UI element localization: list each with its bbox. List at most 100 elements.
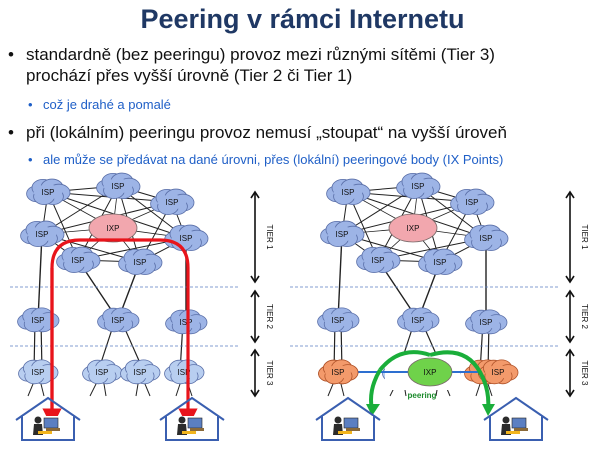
tier2-indicator-left: TIER 2 — [250, 289, 274, 344]
node-label: ISP — [332, 368, 345, 377]
tier3-indicator-right: TIER 3 — [565, 348, 589, 398]
tier1-isp-cloud: ISP — [396, 172, 441, 200]
cloud-core — [325, 365, 351, 379]
node-label: IXP — [424, 368, 437, 377]
person-head — [34, 416, 42, 424]
house-roof — [483, 396, 549, 421]
tier2-indicator-right: TIER 2 — [565, 289, 589, 344]
node-label: ISP — [480, 318, 493, 327]
house-roof — [15, 396, 81, 421]
sub-bullet-1: • což je drahé a pomalé — [28, 97, 171, 113]
tier-label: TIER 2 — [580, 304, 589, 329]
node-label: ISP — [36, 230, 49, 239]
tier1-isp-cloud: ISP — [150, 188, 195, 216]
tier1-tier2-link — [37, 233, 43, 321]
tier-arrow-head-down — [565, 335, 575, 344]
tier1-isp-cloud: ISP — [26, 178, 71, 206]
house-left-2 — [159, 396, 225, 441]
tier3-indicator-left: TIER 3 — [250, 348, 274, 398]
ixp-shape — [388, 213, 438, 243]
house-left-1 — [15, 396, 81, 441]
chair — [506, 431, 520, 434]
peering-ixp: IXP — [407, 357, 453, 387]
ixp-shape — [88, 213, 138, 243]
node-label: ISP — [42, 188, 55, 197]
desk — [46, 428, 60, 431]
tier-label: TIER 1 — [265, 225, 274, 250]
cloud-core — [127, 365, 153, 379]
cloud-core — [27, 226, 57, 242]
node-label: ISP — [72, 256, 85, 265]
tier1-isp-cloud: ISP — [118, 248, 163, 275]
tier-label: TIER 3 — [265, 361, 274, 386]
node-label: ISP — [412, 182, 425, 191]
bullet-2-line-1: při (lokálním) peeringu provoz nemusí „s… — [26, 123, 507, 142]
tier1-isp-cloud: ISP — [320, 220, 365, 248]
node-label: ISP — [180, 234, 193, 243]
person-head — [178, 416, 186, 424]
green-arrowhead-left — [366, 404, 380, 416]
tier2-isp-cloud: ISP — [17, 307, 60, 333]
computer-monitor — [343, 417, 359, 429]
cloud-core — [104, 313, 132, 327]
cloud-core — [33, 184, 63, 200]
tier-label: TIER 3 — [580, 361, 589, 386]
tier1-indicator-left: TIER 1 — [250, 190, 274, 284]
node-label: ISP — [480, 234, 493, 243]
tier-arrow-head-down — [250, 389, 260, 398]
ixp-shape — [407, 357, 453, 387]
tier1-isp-cloud: ISP — [96, 172, 141, 200]
tier2-isp-cloud: ISP — [97, 307, 140, 333]
tier1-tier2-link — [337, 233, 343, 321]
tier-arrow-head-down — [250, 335, 260, 344]
red-path-right — [50, 238, 198, 428]
cloud-core — [457, 194, 487, 210]
node-label: ISP — [178, 368, 191, 377]
tier1-isp-cloud: ISP — [56, 246, 101, 273]
tier3-isp-cloud-peering: ISP — [478, 359, 519, 385]
cloud-core — [125, 254, 155, 270]
node-label: ISP — [342, 188, 355, 197]
house-roof — [315, 396, 381, 421]
cloud-core — [171, 230, 201, 246]
node-label: ISP — [434, 258, 447, 267]
tier-arrow-head-down — [565, 275, 575, 284]
bullet-1-line-1: standardně (bez peeringu) provoz mezi rů… — [26, 45, 495, 64]
node-label: ISP — [372, 256, 385, 265]
bullet-dot: • — [8, 45, 14, 64]
tier-arrow-head-down — [250, 275, 260, 284]
tier-arrow-head-up — [250, 348, 260, 357]
tier1-isp-cloud: ISP — [164, 224, 209, 252]
computer-monitor — [43, 417, 59, 429]
node-label: ISP — [492, 368, 505, 377]
cloud-core — [89, 365, 115, 379]
node-label: IXP — [407, 224, 420, 233]
desk — [514, 428, 528, 431]
node-label: ISP — [332, 316, 345, 325]
tier1-isp-cloud: ISP — [418, 248, 463, 275]
tier-arrow-head-up — [565, 348, 575, 357]
computer-monitor — [511, 417, 527, 429]
tier1-isp-cloud: ISP — [450, 188, 495, 216]
cloud-core — [327, 226, 357, 242]
tier-arrow-head-down — [565, 389, 575, 398]
tier1-indicator-right: TIER 1 — [565, 190, 589, 284]
house-right-2 — [483, 396, 549, 441]
bullet-dot: • — [8, 123, 14, 142]
cloud-core — [171, 365, 197, 379]
node-label: ISP — [180, 318, 193, 327]
tier-arrow-head-up — [565, 190, 575, 199]
sub-bullet-2: • ale může se předávat na dané úrovni, p… — [28, 152, 503, 168]
tier3-isp-cloud: ISP — [164, 359, 205, 385]
sub-bullet-1-text: což je drahé a pomalé — [43, 97, 171, 112]
cloud-core — [157, 194, 187, 210]
tier-label: TIER 2 — [265, 304, 274, 329]
tier2-isp-cloud: ISP — [465, 309, 508, 335]
sub-bullet-dot: • — [28, 97, 33, 112]
desk — [346, 428, 360, 431]
house-roof — [159, 396, 225, 421]
cloud-core — [403, 178, 433, 194]
cloud-core — [24, 313, 52, 327]
cloud-core — [471, 230, 501, 246]
tier2-isp-cloud: ISP — [165, 309, 208, 335]
